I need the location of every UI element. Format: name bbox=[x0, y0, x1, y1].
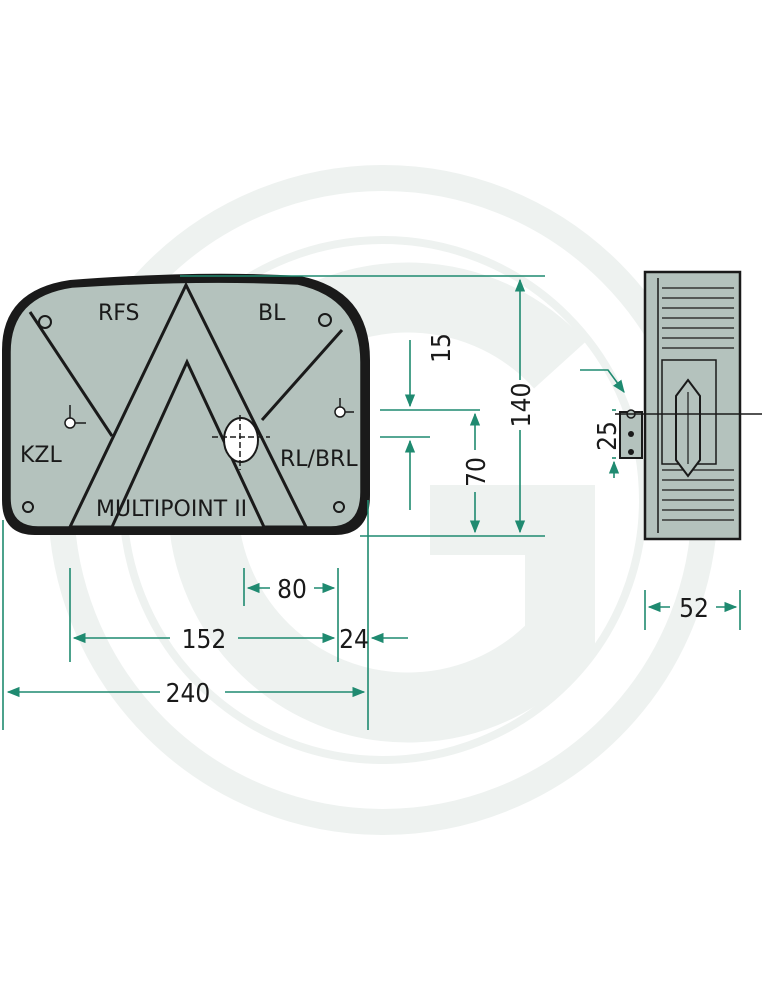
lamp-side-view bbox=[615, 270, 762, 541]
dimension-lines-side bbox=[580, 369, 741, 630]
dim-140: 140 bbox=[507, 383, 537, 428]
dim-24: 24 bbox=[339, 625, 369, 655]
lamp-front-view: RFS BL KZL RL/BRL MULTIPOINT II bbox=[2, 273, 370, 535]
label-kzl: KZL bbox=[20, 443, 62, 468]
label-model: MULTIPOINT II bbox=[96, 497, 247, 522]
dimension-lines bbox=[2, 275, 545, 730]
mounting-point-icon bbox=[64, 398, 354, 429]
reflector-triangle-center bbox=[67, 281, 309, 529]
dim-152: 152 bbox=[182, 625, 227, 655]
reflector-triangle-left bbox=[28, 311, 114, 437]
label-rfs: RFS bbox=[98, 301, 140, 326]
dim-52: 52 bbox=[679, 594, 709, 624]
cable-entry-icon bbox=[212, 415, 270, 470]
reflector-triangle-right bbox=[260, 329, 344, 421]
label-bl: BL bbox=[258, 301, 286, 326]
dim-80: 80 bbox=[277, 575, 307, 605]
dim-240: 240 bbox=[166, 679, 211, 709]
dim-70: 70 bbox=[462, 457, 492, 487]
dim-15: 15 bbox=[427, 333, 457, 363]
dim-25: 25 bbox=[593, 421, 623, 451]
label-rl-brl: RL/BRL bbox=[280, 447, 358, 472]
lamp-lens-body bbox=[9, 281, 362, 528]
screw-icon bbox=[22, 313, 345, 513]
